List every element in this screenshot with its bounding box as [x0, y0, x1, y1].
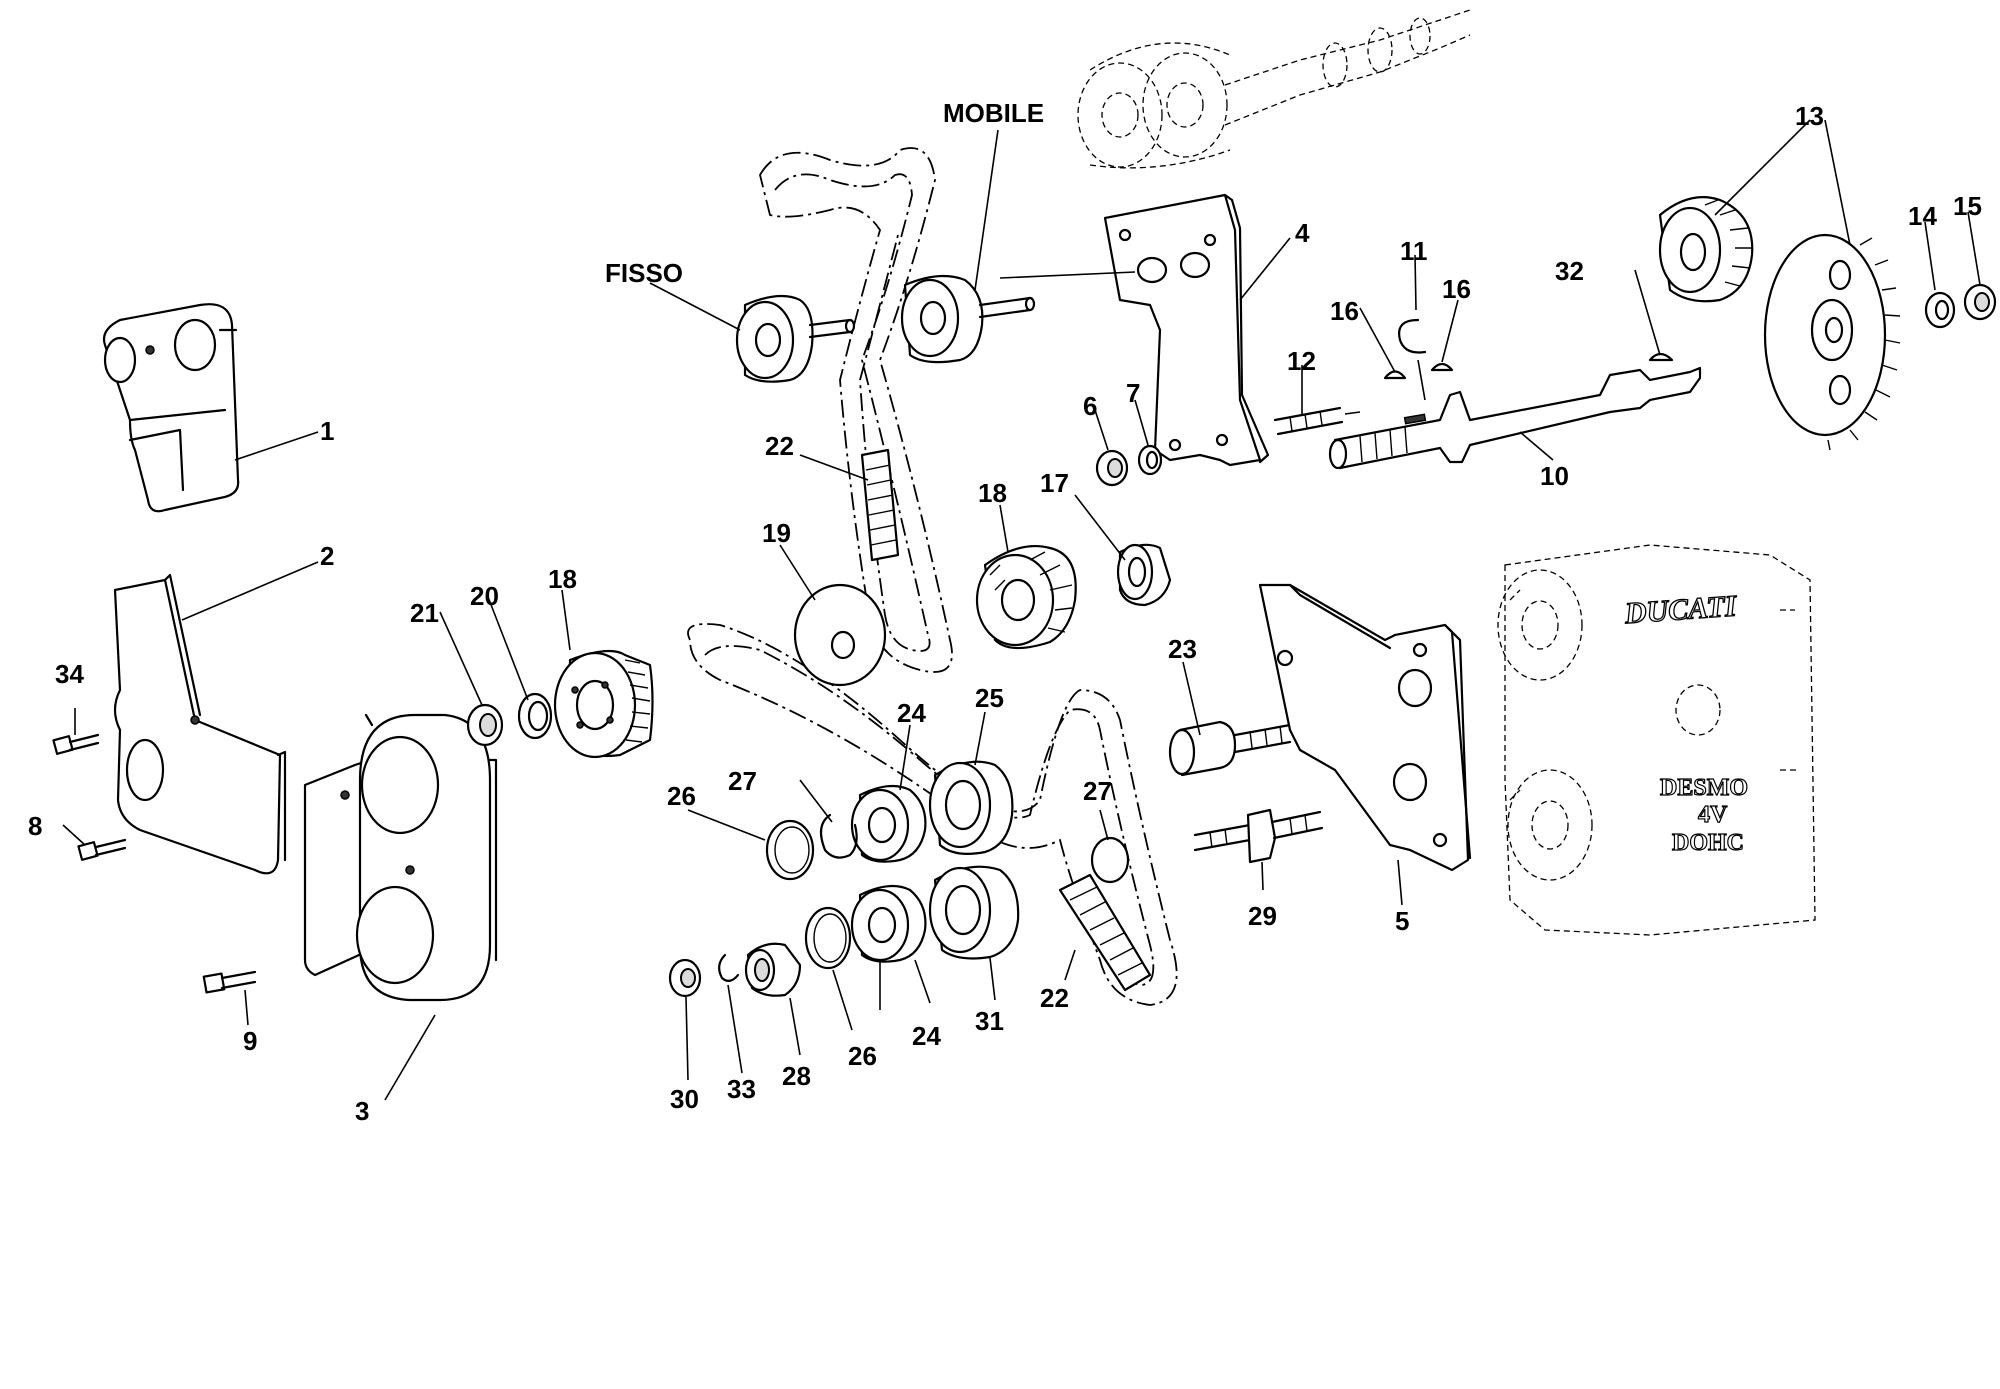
label-26-lower: 26 [848, 1041, 877, 1071]
label-3: 3 [355, 1096, 369, 1126]
roller-24-lower [850, 884, 927, 963]
label-17: 17 [1040, 468, 1069, 498]
label-7: 7 [1126, 378, 1140, 408]
circlip-27-left [819, 813, 858, 859]
seal-17 [1116, 543, 1172, 607]
engine-marking-line1: DESMO [1660, 775, 1748, 801]
label-16-right: 16 [1442, 274, 1471, 304]
label-23: 23 [1168, 634, 1197, 664]
label-10: 10 [1540, 461, 1569, 491]
label-24-lower: 24 [912, 1021, 941, 1051]
label-28: 28 [782, 1061, 811, 1091]
label-25: 25 [975, 683, 1004, 713]
circlip-26-lower [804, 906, 852, 970]
bolt-34 [52, 733, 100, 755]
roller-31 [928, 865, 1020, 960]
washer-19 [793, 583, 887, 687]
stud-12 [1273, 406, 1344, 436]
gear-13-large [1763, 233, 1901, 451]
label-fisso: FISSO [605, 258, 683, 288]
gear-13-small [1658, 196, 1754, 303]
part-4-plate [1103, 193, 1270, 467]
pulley-18-upper [975, 544, 1077, 650]
nut-15 [1963, 283, 1997, 321]
label-29: 29 [1248, 901, 1277, 931]
label-mobile: MOBILE [943, 98, 1044, 128]
part-1-upper-belt-cover [102, 303, 240, 513]
belt-section-22-upper [860, 448, 900, 562]
nut-6 [1095, 449, 1129, 487]
circlip-27-right [1090, 836, 1130, 884]
ghost-cylinder-head: DUCATI DESMO 4V DOHC [1497, 544, 1816, 936]
label-27-right: 27 [1083, 776, 1112, 806]
part-2-lower-cover [113, 573, 287, 875]
label-18-lower: 18 [548, 564, 577, 594]
engine-marking-line3: DOHC [1672, 830, 1744, 856]
bolt-9 [202, 970, 257, 994]
label-11: 11 [1400, 236, 1428, 266]
label-18-upper: 18 [978, 478, 1007, 508]
nut-28 [744, 942, 802, 997]
label-5: 5 [1395, 906, 1409, 936]
label-27-left: 27 [728, 766, 757, 796]
arrow-to-shaft [1417, 359, 1426, 401]
label-26-upper: 26 [667, 781, 696, 811]
label-2: 2 [320, 541, 334, 571]
label-8: 8 [28, 811, 42, 841]
key-16-left [1383, 370, 1407, 380]
label-15: 15 [1953, 191, 1982, 221]
key-32 [1648, 352, 1674, 362]
label-1: 1 [320, 416, 334, 446]
circlip-26-upper [765, 819, 815, 881]
label-22-lower: 22 [1040, 983, 1069, 1013]
washer-20 [517, 692, 553, 740]
leader-lines [62, 119, 1981, 1101]
label-32: 32 [1555, 256, 1584, 286]
tensioner-mobile [900, 274, 1036, 364]
label-24-upper: 24 [897, 698, 926, 728]
label-31: 31 [975, 1006, 1004, 1036]
label-30: 30 [670, 1084, 699, 1114]
part-10-shaft [1328, 366, 1702, 470]
roller-25 [928, 760, 1014, 855]
label-22-upper: 22 [765, 431, 794, 461]
upper-timing-belt [759, 147, 953, 673]
circlip-11 [1398, 318, 1427, 354]
nut-21 [466, 703, 504, 747]
callout-labels: 1 2 3 4 5 6 7 8 9 10 11 12 13 14 15 16 1… [28, 98, 1982, 1126]
roller-24-upper [850, 784, 927, 863]
part-3-belt-cover [303, 713, 498, 1002]
label-21: 21 [410, 598, 439, 628]
label-16-left: 16 [1330, 296, 1359, 326]
key-16-right [1430, 362, 1454, 372]
bushing-23 [1168, 720, 1292, 777]
label-9: 9 [243, 1026, 257, 1056]
engine-brand-text: DUCATI [1623, 589, 1739, 630]
label-12: 12 [1287, 346, 1316, 376]
stud-29 [1193, 808, 1324, 864]
label-13: 13 [1795, 101, 1824, 131]
ghost-camshaft-assembly [1077, 9, 1471, 169]
bolt-8 [77, 838, 127, 861]
washer-7 [1137, 444, 1163, 476]
label-4: 4 [1295, 218, 1310, 248]
label-34: 34 [55, 659, 84, 689]
label-33: 33 [727, 1074, 756, 1104]
belt-section-22-lower [1058, 873, 1152, 992]
part-5-plate [1258, 583, 1472, 872]
washer-14 [1924, 291, 1956, 329]
label-19: 19 [762, 518, 791, 548]
pulley-18-lower [553, 649, 654, 759]
label-14: 14 [1908, 201, 1937, 231]
washer-33 [718, 953, 740, 982]
label-20: 20 [470, 581, 499, 611]
nut-30 [668, 958, 702, 998]
engine-marking-line2: 4V [1698, 802, 1728, 828]
tensioner-fisso [735, 294, 856, 383]
label-6: 6 [1083, 391, 1097, 421]
